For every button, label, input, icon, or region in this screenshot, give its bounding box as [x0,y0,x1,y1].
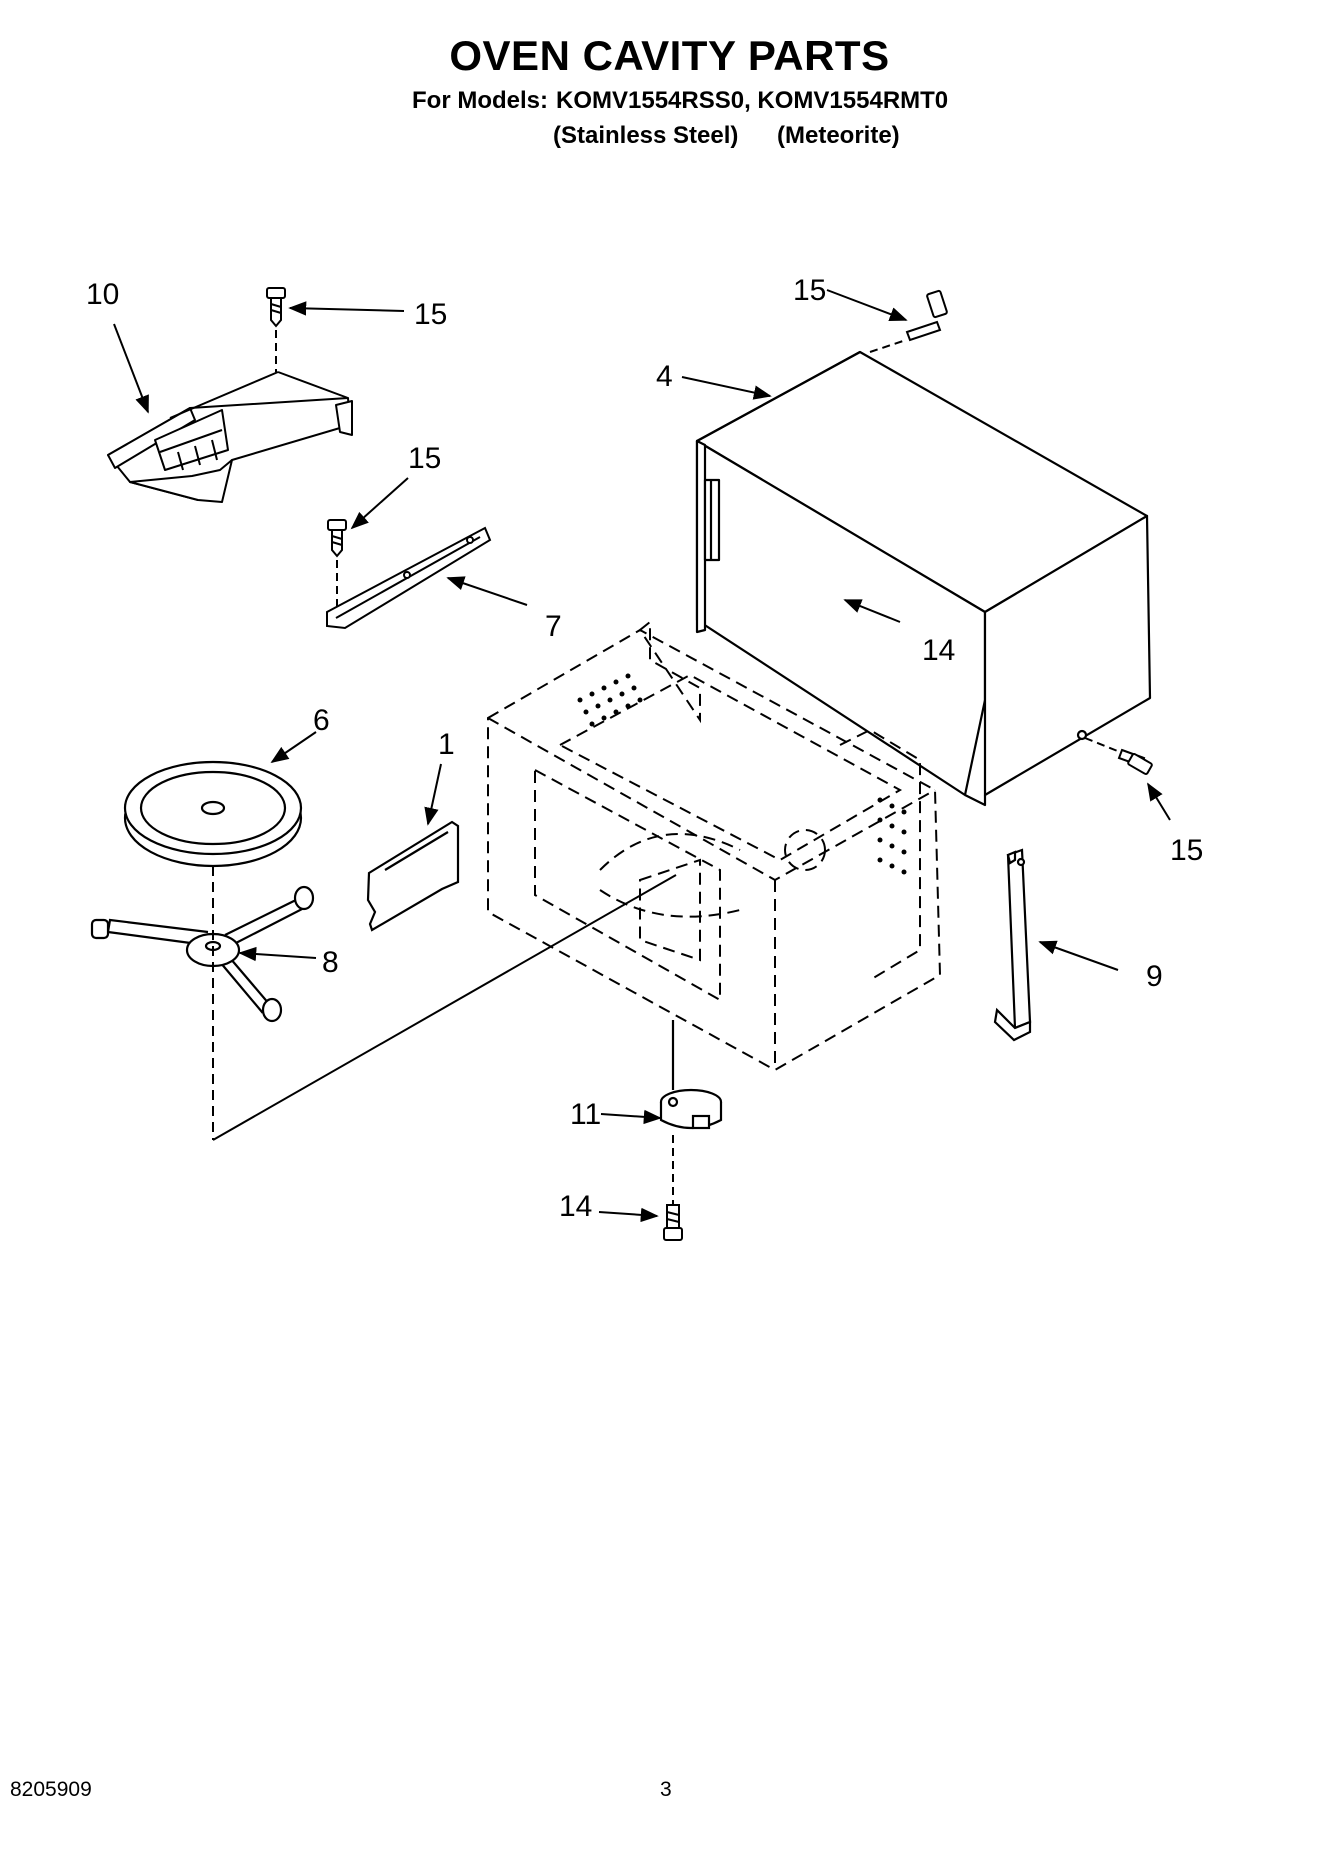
callout-15-top-right: 15 [793,274,826,307]
finish-stainless: (Stainless Steel) [553,122,739,149]
model-list: For Models: KOMV1554RSS0, KOMV1554RMT0 [412,87,948,115]
callout-14-bottom: 14 [559,1190,592,1223]
part-7-bracket [326,526,492,630]
screw-14-bottom [663,1135,683,1241]
callout-11: 11 [570,1098,601,1131]
callout-14-cabinet: 14 [922,634,955,667]
callout-1: 1 [438,728,455,761]
callout-4: 4 [656,360,673,393]
document-number: 8205909 [10,1778,92,1801]
callout-6: 6 [313,704,330,737]
part-6-turntable-tray [123,760,303,868]
callout-15-right-side: 15 [1170,834,1203,867]
callout-9: 9 [1146,960,1163,993]
model-numbers: KOMV1554RSS0, KOMV1554RMT0 [556,87,949,114]
callout-labels: 10 15 15 4 15 7 14 6 1 15 8 9 11 14 [86,274,1203,1223]
part-1-cover [366,820,460,932]
page-title: OVEN CAVITY PARTS [449,32,890,79]
part-9-side-bracket [993,848,1032,1042]
part-10-duct [107,371,353,503]
callout-arrows [113,289,1171,1223]
callout-8: 8 [322,946,339,979]
callout-7: 7 [545,610,562,643]
screw-15-top-right [869,289,948,353]
alignment-guides [212,866,677,1141]
part-11-motor [659,1020,723,1130]
part-8-roller-support [90,885,315,1023]
models-label: For Models: [412,87,548,114]
callout-15-bracket: 15 [408,442,441,475]
cavity-vent-dots [577,673,907,875]
callout-10: 10 [86,278,119,311]
page-number: 3 [660,1778,672,1801]
screw-15-top-left [266,287,286,372]
part-4-cabinet [695,350,1152,807]
screw-15-right-side [1084,737,1153,775]
oven-cavity-phantom [487,619,942,1072]
callout-15-top-left: 15 [414,298,447,331]
screw-15-bracket [327,519,347,612]
finish-meteorite: (Meteorite) [777,122,900,149]
